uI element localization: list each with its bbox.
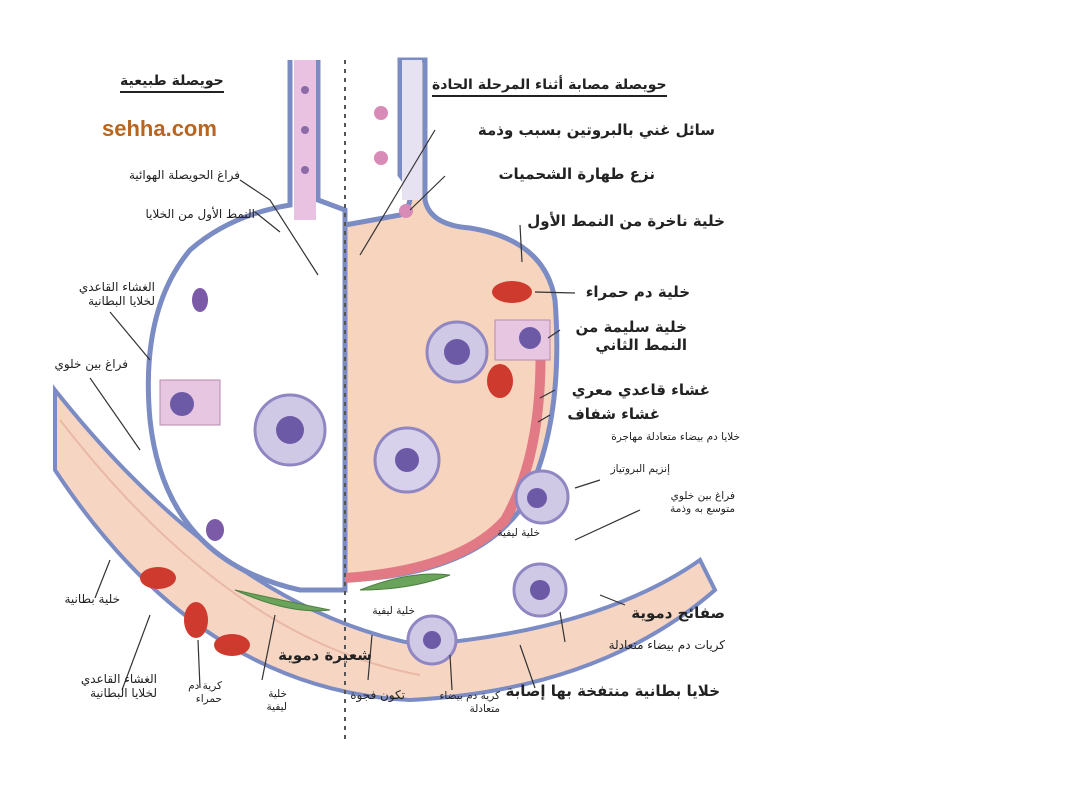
- label-transparent-membrane: غشاء شفاف: [567, 405, 660, 423]
- label-gap-formation: تكون فجوة: [350, 688, 405, 702]
- duct-lining: [294, 60, 316, 220]
- label-basement-membrane-epi: الغشاء القاعدي لخلايا البطانية: [78, 280, 155, 308]
- label-fibroblast-small: خلية ليفية: [266, 688, 287, 713]
- label-leaked-fibroblast: خلية ليفية: [372, 605, 415, 617]
- label-red-cell: خلية دم حمراء: [585, 283, 690, 301]
- label-fibroblast: خلية ليفية: [497, 527, 540, 539]
- label-migrating-wbc: خلايا دم بيضاء متعادلة مهاجرة: [611, 431, 740, 443]
- label-endothelial-cell: خلية بطانية: [64, 592, 121, 606]
- label-alveolar-space: فراغ الحويصلة الهوائية: [128, 168, 240, 182]
- hyaline-membrane-band: [344, 329, 546, 583]
- normal-alveolus-heading: حويصلة طبيعية: [120, 73, 224, 93]
- injured-alveolus-heading: حويصلة مصابة أثناء المرحلة الحادة: [432, 77, 667, 97]
- label-neutrophil-small: كرية دم بيضاء متعادلة: [439, 690, 500, 715]
- red-blood-cell: [140, 567, 176, 589]
- label-protein-fluid: سائل غني بالبروتين بسبب وذمة: [477, 121, 715, 139]
- brand-logo: sehha.com: [102, 116, 217, 141]
- label-edema-interstitium: فراغ بين خلوي متوسع به وذمة: [670, 490, 735, 515]
- label-protease: إنزيم البروتياز: [610, 463, 670, 475]
- label-red-cell-small: كرية دم حمراء: [188, 680, 222, 705]
- capillary-vessel: [53, 384, 718, 703]
- label-neutrophils: كريات دم بيضاء متعادلة: [608, 638, 725, 652]
- fibroblast-cell: [234, 589, 331, 612]
- label-type1-cell: النمط الأول من الخلايا: [145, 207, 255, 221]
- label-type2-cell: خلية سليمة من النمط الثاني: [575, 318, 687, 354]
- label-necrotic-type1: خلية ناخرة من النمط الأول: [527, 212, 725, 230]
- label-interstitial-space: فراغ بين خلوي: [54, 357, 128, 371]
- label-hyaline-membrane: غشاء قاعدي معري: [571, 381, 710, 399]
- label-basement-membrane-endo: الغشاء القاعدي لخلايا البطانية: [80, 672, 157, 700]
- label-platelets: صفائح دموية: [631, 604, 725, 622]
- label-capillary: شعيرة دموية: [278, 646, 372, 664]
- label-surfactant-loss: نزع طهارة الشحميات: [498, 165, 655, 183]
- annotation-lines: [89, 129, 641, 691]
- label-swollen-endo: خلايا بطانية منتفخة بها إصابة: [505, 682, 720, 700]
